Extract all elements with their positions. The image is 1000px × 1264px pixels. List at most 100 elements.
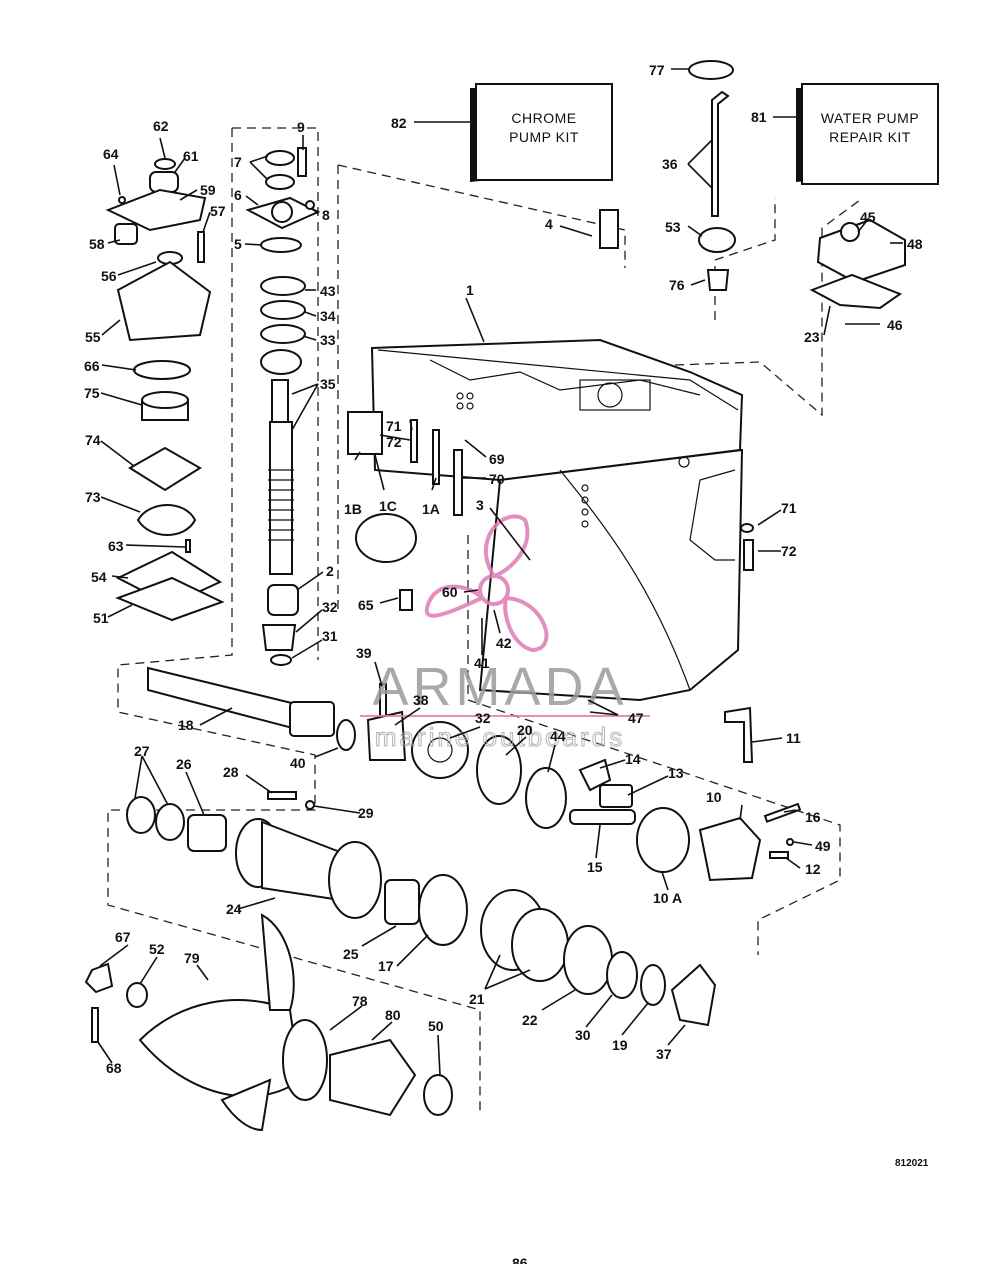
callout-14: 14 xyxy=(625,751,641,767)
callout-72a: 72 xyxy=(386,434,402,450)
callout-38: 38 xyxy=(413,692,429,708)
callout-1a: 1A xyxy=(422,501,440,517)
callout-39: 39 xyxy=(356,645,372,661)
callout-52: 52 xyxy=(149,941,165,957)
watermark-brand: ARMADA xyxy=(372,657,627,717)
callout-19: 19 xyxy=(612,1037,628,1053)
callout-23: 23 xyxy=(804,329,820,345)
callout-40: 40 xyxy=(290,755,306,771)
callout-41: 41 xyxy=(474,655,490,671)
callout-34: 34 xyxy=(320,308,336,324)
callout-8: 8 xyxy=(322,207,330,223)
shift-rod xyxy=(688,60,736,291)
callout-78: 78 xyxy=(352,993,368,1009)
callout-62: 62 xyxy=(153,118,169,134)
callout-58: 58 xyxy=(89,236,105,252)
callout-37: 37 xyxy=(656,1046,672,1062)
callout-79: 79 xyxy=(184,950,200,966)
callout-10: 10 xyxy=(706,789,722,805)
callout-65: 65 xyxy=(358,597,374,613)
callout-61: 61 xyxy=(183,148,199,164)
callout-81: 81 xyxy=(751,109,767,125)
callout-69: 69 xyxy=(489,451,505,467)
callout-10a: 10 A xyxy=(653,890,682,906)
callout-42: 42 xyxy=(496,635,512,651)
callout-76: 76 xyxy=(669,277,685,293)
callout-30: 30 xyxy=(575,1027,591,1043)
leader-lines xyxy=(97,68,903,1076)
callout-75: 75 xyxy=(84,385,100,401)
callout-31: 31 xyxy=(322,628,338,644)
callout-35: 35 xyxy=(320,376,336,392)
driveshaft xyxy=(268,379,294,575)
bearing-housing xyxy=(235,818,717,1027)
callout-labels: 1 1A 1B 1C 2 3 4 5 6 7 8 9 10 10 A 11 12… xyxy=(84,62,923,1076)
callout-20: 20 xyxy=(517,722,533,738)
callout-57: 57 xyxy=(210,203,226,219)
callout-13: 13 xyxy=(668,765,684,781)
callout-60: 60 xyxy=(442,584,458,600)
callout-64: 64 xyxy=(103,146,119,162)
screws-misc xyxy=(347,209,754,611)
callout-54: 54 xyxy=(91,569,107,585)
callout-68: 68 xyxy=(106,1060,122,1076)
callout-15: 15 xyxy=(587,859,603,875)
callout-77: 77 xyxy=(649,62,665,78)
callout-59: 59 xyxy=(200,182,216,198)
callout-5: 5 xyxy=(234,236,242,252)
callout-82: 82 xyxy=(391,115,407,131)
callout-11: 11 xyxy=(786,730,801,746)
callout-26: 26 xyxy=(176,756,192,772)
callout-45: 45 xyxy=(860,209,876,225)
callout-2: 2 xyxy=(326,563,334,579)
callout-1: 1 xyxy=(466,282,474,298)
callout-47: 47 xyxy=(628,710,644,726)
callout-9: 9 xyxy=(297,119,305,135)
callout-36: 36 xyxy=(662,156,678,172)
callout-1b: 1B xyxy=(344,501,362,517)
callout-70: 70 xyxy=(489,471,505,487)
callout-44: 44 xyxy=(550,728,566,744)
propshaft-assembly xyxy=(147,666,567,829)
callout-53: 53 xyxy=(665,219,681,235)
callout-12: 12 xyxy=(805,861,821,877)
callout-7: 7 xyxy=(234,154,242,170)
callout-27: 27 xyxy=(134,743,150,759)
page-number: 86 xyxy=(512,1255,528,1264)
callout-73: 73 xyxy=(85,489,101,505)
callout-56: 56 xyxy=(101,268,117,284)
callout-67: 67 xyxy=(115,929,131,945)
bearings-left xyxy=(126,791,315,852)
callout-63: 63 xyxy=(108,538,124,554)
callout-71b: 71 xyxy=(781,500,797,516)
watermark-propeller-logo xyxy=(424,514,549,653)
shaft-stack-parts xyxy=(245,147,321,666)
callout-25: 25 xyxy=(343,946,359,962)
callout-51: 51 xyxy=(93,610,109,626)
callout-71a: 71 xyxy=(386,418,402,434)
callout-29: 29 xyxy=(358,805,374,821)
callout-48: 48 xyxy=(907,236,923,252)
callout-28: 28 xyxy=(223,764,239,780)
propeller-assembly xyxy=(84,913,453,1132)
callout-32a: 32 xyxy=(322,599,338,615)
callout-1c: 1C xyxy=(379,498,397,514)
cover-plate-45 xyxy=(809,218,906,310)
callout-50: 50 xyxy=(428,1018,444,1034)
diagram-code: 812021 xyxy=(895,1158,929,1169)
callout-74: 74 xyxy=(85,432,101,448)
gearcase-housing xyxy=(370,338,744,702)
callout-18: 18 xyxy=(178,717,194,733)
callout-6: 6 xyxy=(234,187,242,203)
callout-17: 17 xyxy=(378,958,394,974)
callout-32b: 32 xyxy=(475,710,491,726)
callout-43: 43 xyxy=(320,283,336,299)
callout-3: 3 xyxy=(476,497,484,513)
watermark: ARMADA marine outboards xyxy=(360,514,650,753)
callout-21: 21 xyxy=(469,991,485,1007)
